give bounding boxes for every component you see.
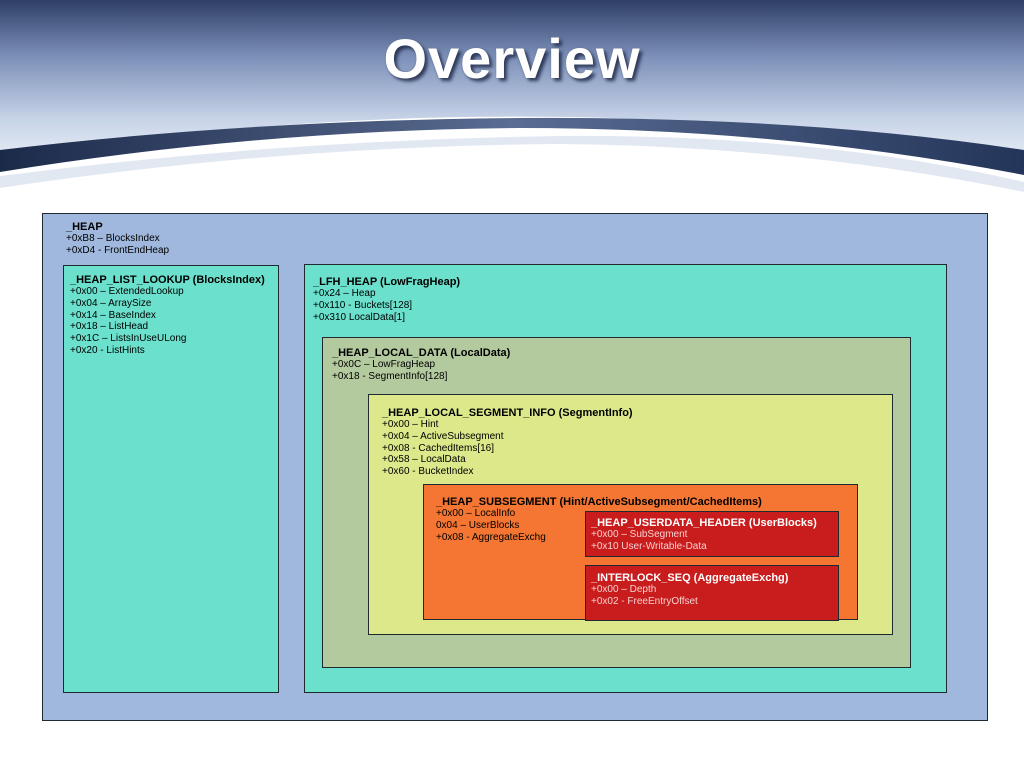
- heap-userdata-header-field-list: +0x00 – SubSegment+0x10 User-Writable-Da…: [591, 529, 838, 553]
- struct-field: +0x00 – ExtendedLookup: [70, 286, 184, 297]
- heap-local-segment-info-title: _HEAP_LOCAL_SEGMENT_INFO (SegmentInfo): [382, 407, 633, 419]
- heap-list-lookup-field-list: +0x00 – ExtendedLookup+0x04 – ArraySize+…: [70, 286, 278, 357]
- struct-field: +0xB8 – BlocksIndex: [66, 233, 160, 244]
- heap-title: _HEAP: [66, 221, 103, 233]
- struct-field: +0x110 - Buckets[128]: [313, 299, 413, 311]
- heap-local-data-title: _HEAP_LOCAL_DATA (LocalData): [332, 347, 511, 359]
- heap-field-list: +0xB8 – BlocksIndex+0xD4 - FrontEndHeap: [66, 233, 987, 257]
- struct-field: +0x1C – ListsInUseULong: [70, 333, 187, 345]
- heap-userdata-header-title: _HEAP_USERDATA_HEADER (UserBlocks): [591, 517, 817, 529]
- heap-list-lookup-box: _HEAP_LIST_LOOKUP (BlocksIndex) +0x00 – …: [63, 265, 279, 693]
- struct-field: +0x60 - BucketIndex: [382, 466, 474, 478]
- heap-local-segment-info-field-list: +0x00 – Hint+0x04 – ActiveSubsegment+0x0…: [382, 419, 892, 478]
- struct-field: 0x04 – UserBlocks: [436, 519, 520, 531]
- struct-field: +0x00 – Hint: [382, 419, 439, 430]
- slide-title: Overview: [383, 27, 641, 90]
- struct-field: +0x18 – ListHead: [70, 321, 149, 333]
- struct-field: +0x04 – ArraySize: [70, 297, 152, 309]
- slide-header-background: [0, 0, 1024, 192]
- struct-field: +0x08 - AggregateExchg: [436, 531, 546, 543]
- struct-field: +0x24 – Heap: [313, 288, 376, 299]
- struct-field: +0xD4 - FrontEndHeap: [66, 244, 170, 256]
- heap-local-data-field-list: +0x0C – LowFragHeap+0x18 - SegmentInfo[1…: [332, 359, 910, 383]
- struct-field: +0x18 - SegmentInfo[128]: [332, 370, 448, 382]
- struct-field: +0x04 – ActiveSubsegment: [382, 430, 504, 442]
- struct-field: +0x00 – LocalInfo: [436, 508, 516, 519]
- interlock-seq-box: _INTERLOCK_SEQ (AggregateExchg) +0x00 – …: [585, 565, 839, 621]
- struct-field: +0x0C – LowFragHeap: [332, 359, 436, 370]
- lfh-heap-title: _LFH_HEAP (LowFragHeap): [313, 276, 461, 288]
- struct-field: +0x00 – Depth: [591, 584, 657, 595]
- heap-subsegment-title: _HEAP_SUBSEGMENT (Hint/ActiveSubsegment/…: [436, 496, 762, 508]
- struct-field: +0x00 – SubSegment: [591, 529, 688, 540]
- struct-field: +0x20 - ListHints: [70, 344, 145, 356]
- struct-field: +0x10 User-Writable-Data: [591, 540, 707, 552]
- struct-field: +0x14 – BaseIndex: [70, 309, 156, 321]
- heap-userdata-header-box: _HEAP_USERDATA_HEADER (UserBlocks) +0x00…: [585, 511, 839, 557]
- interlock-seq-field-list: +0x00 – Depth+0x02 - FreeEntryOffset: [591, 584, 838, 608]
- struct-field: +0x08 - CachedItems[16]: [382, 442, 495, 454]
- heap-list-lookup-title: _HEAP_LIST_LOOKUP (BlocksIndex): [70, 274, 265, 286]
- struct-field: +0x02 - FreeEntryOffset: [591, 595, 698, 607]
- struct-field: +0x310 LocalData[1]: [313, 311, 406, 323]
- struct-field: +0x58 – LocalData: [382, 454, 466, 466]
- lfh-heap-field-list: +0x24 – Heap+0x110 - Buckets[128]+0x310 …: [313, 288, 946, 323]
- interlock-seq-title: _INTERLOCK_SEQ (AggregateExchg): [591, 572, 789, 584]
